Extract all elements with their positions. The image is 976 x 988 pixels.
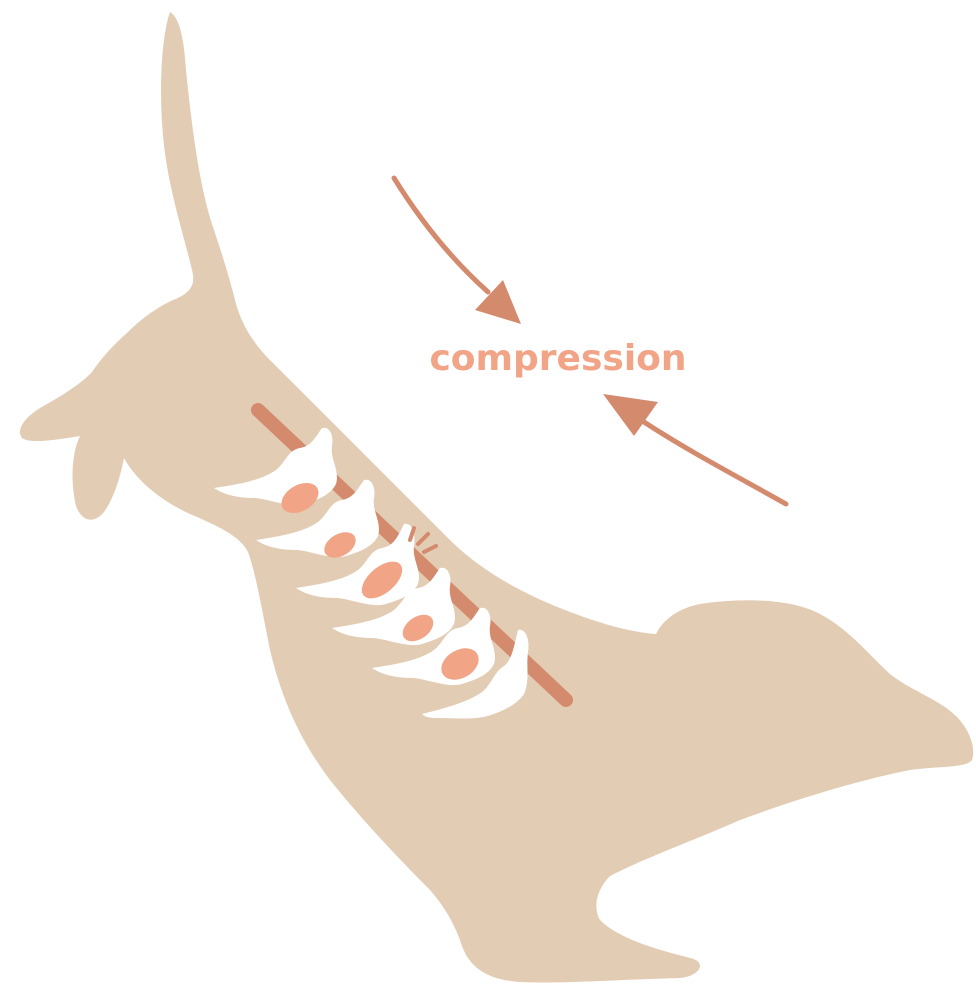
compression-label: compression [429,338,686,379]
arrow-up-left-icon [603,394,786,504]
dog-body [20,12,973,983]
arrow-down-right-icon [394,178,521,324]
dog-silhouette [20,12,973,983]
